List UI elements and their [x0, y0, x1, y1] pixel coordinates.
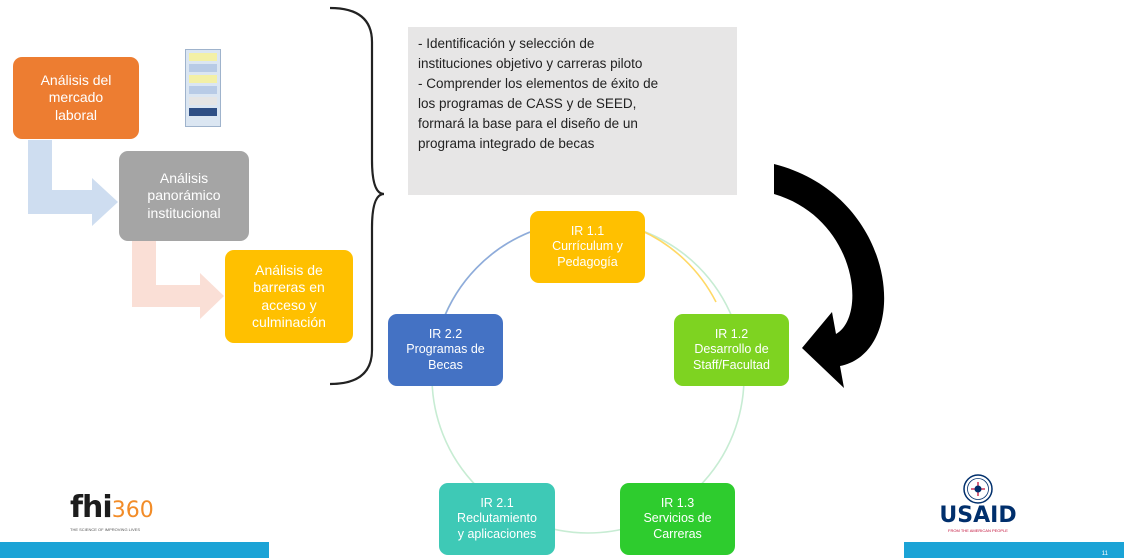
ir-1-2-label: IR 1.2 Desarrollo de Staff/Facultad — [693, 326, 770, 372]
step-box-barriers: Análisis de barreras en acceso y culmina… — [225, 250, 353, 343]
step-label-institutional: Análisis panorámico institucional — [147, 169, 221, 221]
curly-bracket — [329, 6, 385, 386]
step-label-labor-market: Análisis del mercado laboral — [40, 71, 112, 123]
step-label-barriers: Análisis de barreras en acceso y culmina… — [252, 261, 326, 331]
ir-1-2-box: IR 1.2 Desarrollo de Staff/Facultad — [674, 314, 789, 386]
ir-1-1-box: IR 1.1 Currículum y Pedagogía — [530, 211, 645, 283]
ir-1-3-label: IR 1.3 Servicios de Carreras — [643, 495, 712, 541]
ir-2-2-box: IR 2.2 Programas de Becas — [388, 314, 503, 386]
fhi-logo-tagline: THE SCIENCE OF IMPROVING LIVES — [70, 527, 141, 532]
step-box-labor-market: Análisis del mercado laboral — [13, 57, 139, 139]
usaid-seal-icon — [963, 474, 993, 504]
flow-arrow-2 — [132, 236, 224, 319]
footer-bar-left — [0, 542, 269, 558]
usaid-logo: USAID FROM THE AMERICAN PEOPLE — [930, 474, 1026, 533]
fhi360-logo: fhi360 THE SCIENCE OF IMPROVING LIVES — [70, 490, 170, 533]
step-box-institutional: Análisis panorámico institucional — [119, 151, 249, 241]
ir-1-3-box: IR 1.3 Servicios de Carreras — [620, 483, 735, 555]
report-thumbnail-image — [185, 49, 221, 127]
page-number: 11 — [1101, 551, 1108, 557]
ir-2-1-box: IR 2.1 Reclutamiento y aplicaciones — [439, 483, 555, 555]
cycle-segment-gold — [639, 229, 717, 303]
fhi-logo-text: fhi — [70, 490, 113, 525]
ir-2-2-label: IR 2.2 Programas de Becas — [406, 326, 485, 372]
ir-1-1-label: IR 1.1 Currículum y Pedagogía — [552, 223, 623, 269]
footer-bar-right: 11 — [904, 542, 1124, 558]
ir-2-1-label: IR 2.1 Reclutamiento y aplicaciones — [457, 495, 537, 541]
usaid-logo-tagline: FROM THE AMERICAN PEOPLE — [948, 528, 1008, 533]
cycle-segment-blue — [441, 231, 531, 324]
summary-text-box: - Identificación y selección de instituc… — [408, 27, 737, 195]
flow-arrow-1 — [28, 140, 118, 226]
curved-arrow — [774, 164, 885, 388]
usaid-logo-text: USAID — [939, 503, 1017, 528]
fhi-logo-number: 360 — [111, 498, 154, 523]
summary-text: - Identificación y selección de instituc… — [418, 36, 659, 151]
